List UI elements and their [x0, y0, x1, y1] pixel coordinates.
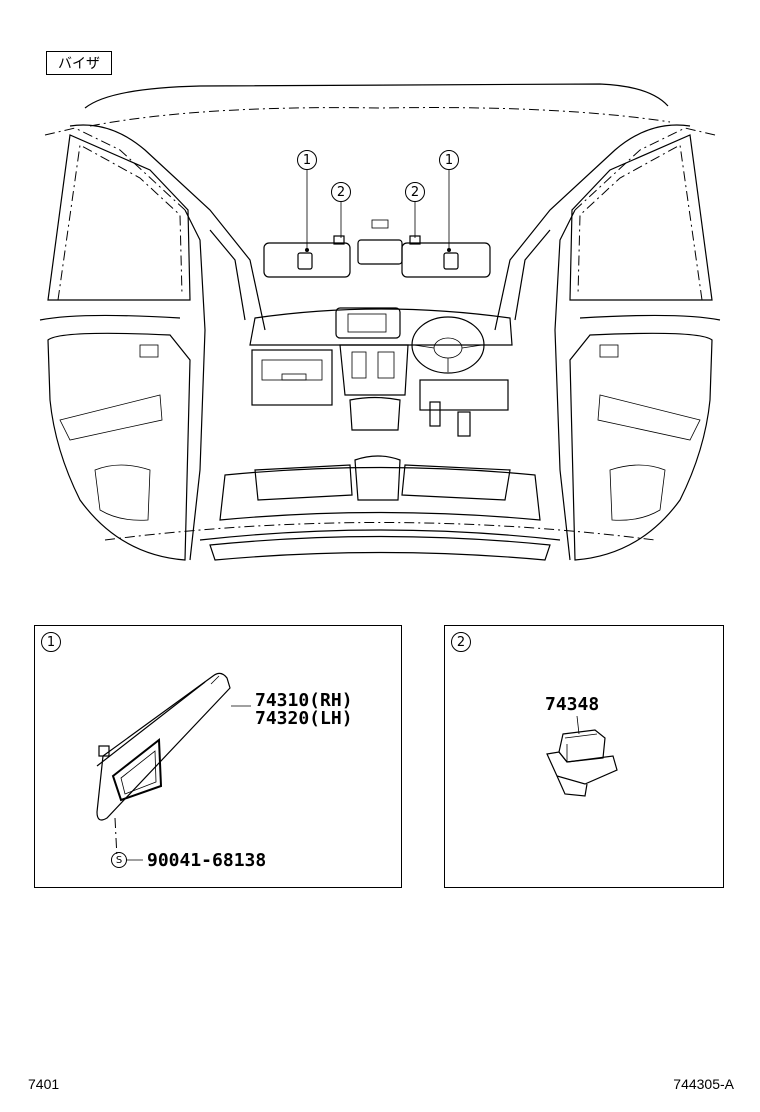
screw-leader-line: [126, 859, 143, 861]
callout-2-right: 2: [405, 182, 425, 202]
detail-box-1: 1 74310(RH) 74320(LH) S 90041-68138: [34, 625, 402, 888]
category-label-box: バイザ: [46, 51, 112, 75]
detail-2-ref: 2: [451, 632, 471, 652]
visor-part-number-lh: 74320(LH): [255, 708, 353, 729]
footer-right-code: 744305-A: [673, 1076, 734, 1092]
visor-part-number-rh: 74310(RH): [255, 690, 353, 711]
screw-part-number: 90041-68138: [147, 850, 267, 871]
detail-1-ref: 1: [41, 632, 61, 652]
callout-2-right-number: 2: [410, 184, 420, 200]
detail-box-2: 2 74348: [444, 625, 724, 888]
detail-2-ref-number: 2: [456, 634, 466, 650]
interior-overview-illustration: [39, 83, 721, 561]
category-label: バイザ: [58, 56, 100, 72]
callout-1-right-number: 1: [444, 152, 454, 168]
visor-holder-part-number: 74348: [545, 694, 600, 715]
sun-visor-drawing: [96, 672, 251, 859]
callout-2-left-number: 2: [336, 184, 346, 200]
callout-1-left-number: 1: [302, 152, 312, 168]
callout-1-left: 1: [297, 150, 317, 170]
callout-1-right: 1: [439, 150, 459, 170]
callout-2-left: 2: [331, 182, 351, 202]
screw-symbol: S: [115, 854, 123, 866]
visor-holder-drawing: [546, 715, 618, 797]
footer-left-code: 7401: [28, 1076, 60, 1092]
detail-1-ref-number: 1: [46, 634, 56, 650]
